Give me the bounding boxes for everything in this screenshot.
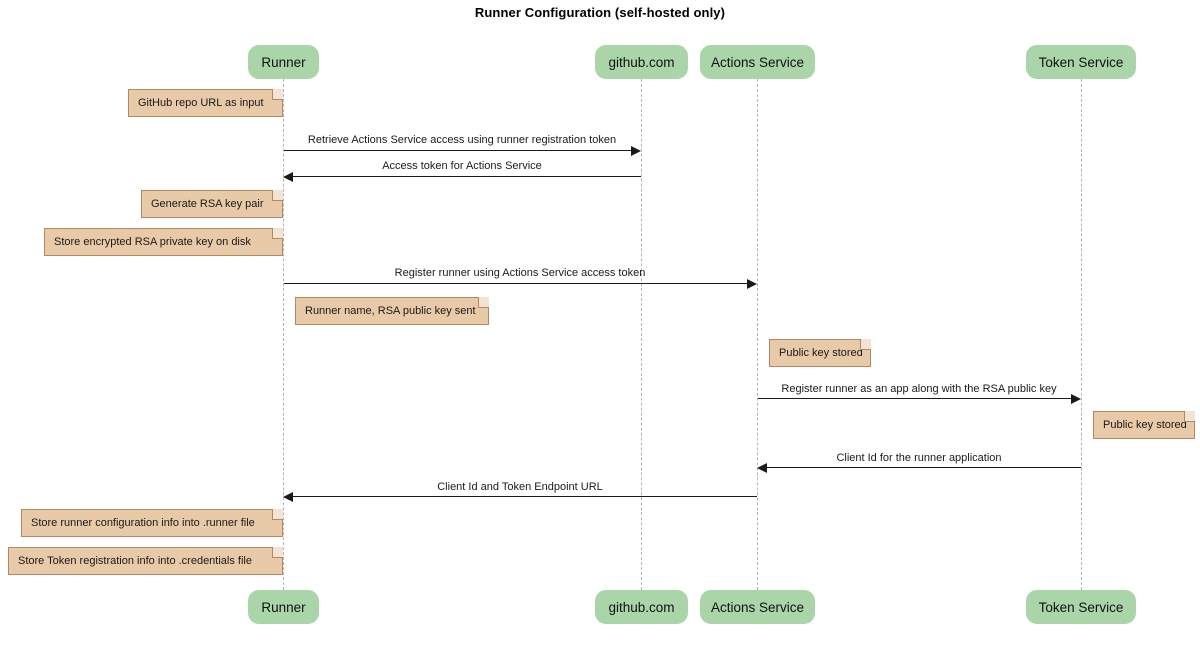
participant-label: Token Service <box>1038 599 1124 615</box>
note-public-key-stored-actions: Public key stored <box>769 339 871 367</box>
note-fold-corner <box>272 509 283 520</box>
note-text: GitHub repo URL as input <box>138 97 264 109</box>
note-runner-name-public-key-sent: Runner name, RSA public key sent <box>295 297 489 325</box>
lifeline-github <box>641 79 642 590</box>
note-text: Store runner configuration info into .ru… <box>31 517 255 529</box>
note-store-runner-configuration: Store runner configuration info into .ru… <box>21 509 283 537</box>
message-line-retrieve-actions-service-access <box>284 150 631 151</box>
message-line-access-token-for-actions-service <box>293 176 641 177</box>
message-text: Client Id and Token Endpoint URL <box>437 481 603 493</box>
participant-actions-bottom[interactable]: Actions Service <box>700 590 815 624</box>
message-text: Retrieve Actions Service access using ru… <box>307 134 617 146</box>
message-label-client-id-for-runner-application: Client Id for the runner application <box>757 452 1081 464</box>
note-fold-corner <box>478 297 489 308</box>
message-label-client-id-and-token-endpoint-url: Client Id and Token Endpoint URL <box>283 481 757 493</box>
message-label-retrieve-actions-service-access: Retrieve Actions Service access using ru… <box>283 134 641 146</box>
note-fold-corner <box>272 228 283 239</box>
participant-label: github.com <box>608 599 675 615</box>
participant-token-top[interactable]: Token Service <box>1026 45 1136 79</box>
participant-label: Runner <box>261 54 306 70</box>
note-github-repo-url: GitHub repo URL as input <box>128 89 283 117</box>
message-label-register-runner-as-an-app: Register runner as an app along with the… <box>757 383 1081 395</box>
participant-runner-top[interactable]: Runner <box>248 45 319 79</box>
page-title: Runner Configuration (self-hosted only) <box>474 5 726 20</box>
lifeline-token <box>1081 79 1082 590</box>
note-text: Public key stored <box>779 347 863 359</box>
message-label-register-runner-using-access-token: Register runner using Actions Service ac… <box>283 267 757 279</box>
message-line-register-runner-as-an-app <box>758 398 1071 399</box>
note-text: Public key stored <box>1103 419 1187 431</box>
message-label-access-token-for-actions-service: Access token for Actions Service <box>283 160 641 172</box>
note-fold-corner <box>860 339 871 350</box>
participant-label: Actions Service <box>710 599 805 615</box>
arrowhead-left <box>283 171 293 182</box>
arrowhead-right <box>631 145 641 156</box>
note-text: Store encrypted RSA private key on disk <box>54 236 251 248</box>
message-text: Register runner using Actions Service ac… <box>394 267 646 279</box>
participant-runner-bottom[interactable]: Runner <box>248 590 319 624</box>
message-text: Register runner as an app along with the… <box>781 383 1057 395</box>
participant-token-bottom[interactable]: Token Service <box>1026 590 1136 624</box>
participant-label: Actions Service <box>710 54 805 70</box>
note-text: Store Token registration info into .cred… <box>18 555 252 567</box>
message-text: Client Id for the runner application <box>836 452 1002 464</box>
message-line-client-id-for-runner-application <box>767 467 1081 468</box>
note-store-encrypted-rsa-private-key: Store encrypted RSA private key on disk <box>44 228 283 256</box>
message-text: Access token for Actions Service <box>382 160 542 172</box>
participant-github-bottom[interactable]: github.com <box>595 590 688 624</box>
arrowhead-right <box>1071 393 1081 404</box>
lifeline-runner <box>283 79 284 590</box>
participant-label: github.com <box>608 54 675 70</box>
arrowhead-right <box>747 278 757 289</box>
note-fold-corner <box>272 190 283 201</box>
note-fold-corner <box>1184 411 1195 422</box>
note-text: Generate RSA key pair <box>151 198 264 210</box>
note-text: Runner name, RSA public key sent <box>305 305 476 317</box>
participant-label: Runner <box>261 599 306 615</box>
note-fold-corner <box>272 547 283 558</box>
note-store-token-registration: Store Token registration info into .cred… <box>8 547 283 575</box>
arrowhead-left <box>757 462 767 473</box>
message-line-register-runner-using-access-token <box>284 283 747 284</box>
lifeline-actions <box>757 79 758 590</box>
note-generate-rsa-key-pair: Generate RSA key pair <box>141 190 283 218</box>
arrowhead-left <box>283 491 293 502</box>
message-line-client-id-and-token-endpoint-url <box>293 496 757 497</box>
participant-label: Token Service <box>1038 54 1124 70</box>
participant-github-top[interactable]: github.com <box>595 45 688 79</box>
participant-actions-top[interactable]: Actions Service <box>700 45 815 79</box>
note-public-key-stored-token: Public key stored <box>1093 411 1195 439</box>
note-fold-corner <box>272 89 283 100</box>
